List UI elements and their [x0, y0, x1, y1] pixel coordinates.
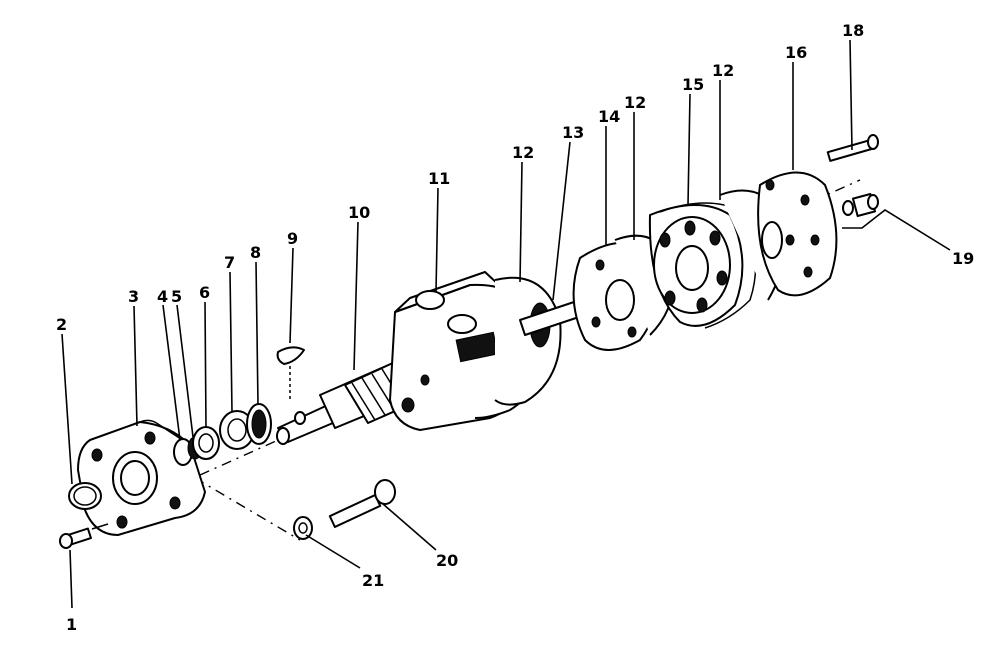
leader-12a — [519, 161, 523, 283]
leader-1 — [69, 549, 73, 609]
leader-5 — [176, 304, 194, 438]
callout-16: 16 — [785, 43, 807, 62]
callout-6: 6 — [199, 283, 210, 302]
gerotor-15 — [648, 202, 757, 329]
callout-11: 11 — [428, 169, 450, 188]
callout-labels: 1 2 3 4 5 6 7 8 9 10 11 12 12 12 13 14 1… — [56, 21, 974, 634]
bolt-axis-line — [194, 477, 301, 541]
plug-19 — [842, 192, 879, 218]
leader-6 — [204, 301, 207, 429]
leader-15 — [687, 93, 691, 206]
leader-4 — [162, 304, 181, 441]
leader-2 — [61, 333, 73, 485]
end-cover-16 — [757, 171, 838, 297]
bolt-20 — [328, 479, 396, 529]
callout-13: 13 — [562, 123, 584, 142]
leader-10 — [353, 221, 359, 371]
callout-7: 7 — [224, 253, 235, 272]
callout-15: 15 — [682, 75, 704, 94]
leader-7 — [229, 271, 233, 413]
leader-13 — [552, 141, 571, 301]
callout-3: 3 — [128, 287, 139, 306]
leader-19 — [842, 209, 951, 251]
needle-bearing-8 — [246, 403, 272, 445]
leader-18 — [849, 39, 853, 151]
leader-9 — [289, 247, 294, 344]
long-bolt-18 — [826, 134, 879, 162]
callout-19: 19 — [952, 249, 974, 268]
leader-20 — [382, 503, 437, 551]
leader-3 — [133, 305, 138, 427]
leader-21 — [305, 534, 361, 569]
leader-lines — [61, 39, 951, 609]
callout-4: 4 — [157, 287, 168, 306]
screw-1 — [59, 523, 109, 549]
callout-9: 9 — [287, 229, 298, 248]
leader-11 — [435, 187, 439, 293]
callout-12c: 12 — [712, 61, 734, 80]
callout-12a: 12 — [512, 143, 534, 162]
leader-8 — [255, 261, 259, 406]
callout-1: 1 — [66, 615, 77, 634]
callout-5: 5 — [171, 287, 182, 306]
o-ring-2 — [68, 482, 102, 510]
callout-21: 21 — [362, 571, 384, 590]
key-9 — [276, 346, 305, 400]
seal-ring-12a — [494, 276, 562, 406]
callout-8: 8 — [250, 243, 261, 262]
callout-2: 2 — [56, 315, 67, 334]
callout-20: 20 — [436, 551, 458, 570]
callout-14: 14 — [598, 107, 620, 126]
callout-12b: 12 — [624, 93, 646, 112]
washer-6 — [192, 426, 220, 460]
callout-18: 18 — [842, 21, 864, 40]
front-flange — [77, 419, 206, 536]
callout-10: 10 — [348, 203, 370, 222]
washer-21 — [293, 516, 313, 540]
